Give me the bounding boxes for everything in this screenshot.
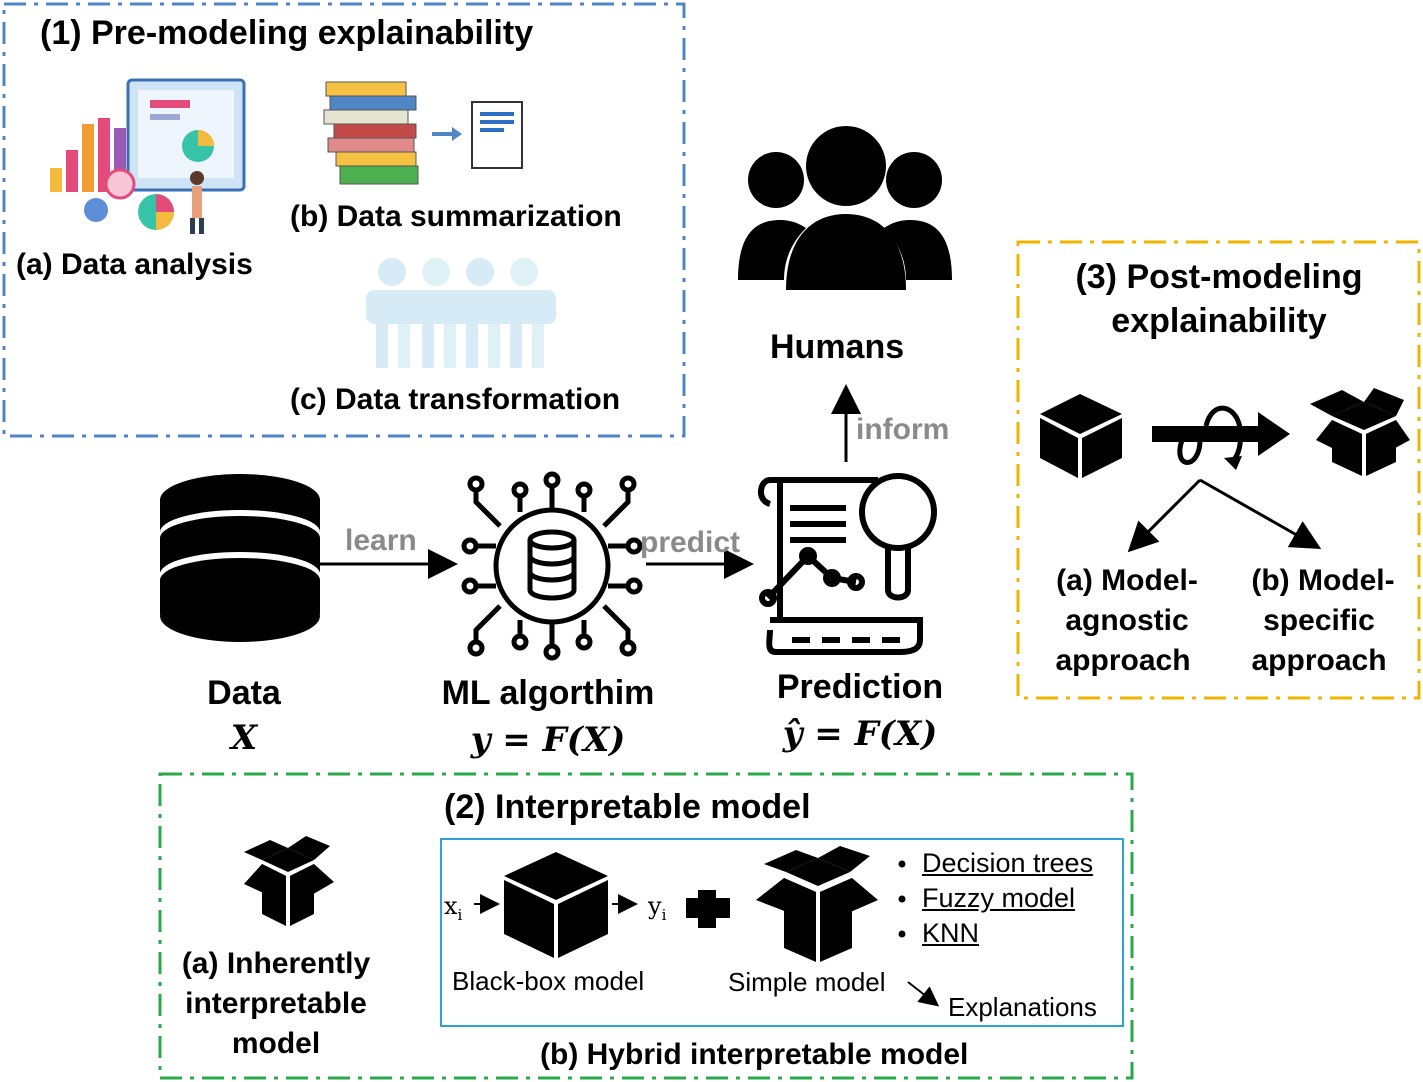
yi-subscript: i <box>661 905 667 924</box>
post-modeling-border <box>1016 240 1421 700</box>
xi-subscript: i <box>457 905 463 924</box>
ml-algorithm-label: ML algorthim <box>441 674 655 712</box>
predict-label: predict <box>640 526 741 559</box>
database-icon <box>160 474 320 642</box>
black-box-model-label: Black-box model <box>452 966 645 996</box>
data-analysis-label: (a) Data analysis <box>16 248 253 281</box>
open-box-icon <box>1310 388 1410 476</box>
hybrid-label: (b) Hybrid interpretable model <box>540 1038 969 1071</box>
learn-label: learn <box>345 524 417 557</box>
transform-arrow <box>1152 405 1290 470</box>
data-symbol: X <box>230 718 258 758</box>
xi-label: xi <box>444 892 462 924</box>
bullet-1 <box>898 860 906 868</box>
specific-line1: (b) Model- <box>1251 564 1395 597</box>
post-modeling-title-line1: (3) Post-modeling <box>1075 258 1363 296</box>
specific-line2: specific <box>1263 604 1375 637</box>
simple-model-label: Simple model <box>728 967 886 997</box>
xi-base: x <box>444 892 458 920</box>
agnostic-line1: (a) Model- <box>1056 564 1198 597</box>
explanations-label: Explanations <box>948 992 1097 1022</box>
books-to-document-illustration <box>323 81 523 185</box>
simple-model-open-box-icon <box>756 846 878 962</box>
black-box-cube <box>1040 394 1122 478</box>
humans-icon <box>738 126 952 290</box>
inform-label: inform <box>856 413 950 446</box>
agnostic-line3: approach <box>1055 644 1191 677</box>
data-summarization-label: (b) Data summarization <box>290 200 622 233</box>
pre-modeling-border <box>2 2 686 438</box>
prediction-formula: ŷ = F(X) <box>782 714 938 754</box>
agnostic-line2: agnostic <box>1065 604 1189 637</box>
ml-algorithm-icon <box>461 471 643 661</box>
specific-line3: approach <box>1251 644 1387 677</box>
interpretable-border <box>158 772 1134 1080</box>
prediction-label: Prediction <box>776 668 944 706</box>
inherent-line3: model <box>231 1027 321 1060</box>
inherent-line2: interpretable <box>185 987 367 1020</box>
list-item-knn: KNN <box>922 918 980 948</box>
bullet-3 <box>898 930 906 938</box>
bullet-2 <box>898 895 906 903</box>
hybrid-inner-border <box>440 838 1124 1027</box>
pre-modeling-title: (1) Pre-modeling explainability <box>40 14 534 52</box>
inherent-line1: (a) Inherently <box>181 947 371 980</box>
hybrid-black-box-cube <box>504 852 608 958</box>
data-analysis-illustration <box>50 78 246 234</box>
list-item-fuzzy-model: Fuzzy model <box>922 883 1076 913</box>
agnostic-arrow <box>1127 478 1202 553</box>
ml-formula: y = F(X) <box>470 720 626 760</box>
puzzle-people-illustration <box>366 258 556 368</box>
interpretable-title: (2) Interpretable model <box>444 788 811 826</box>
data-transformation-label: (c) Data transformation <box>290 383 621 416</box>
data-label: Data <box>207 674 281 712</box>
list-item-decision-trees: Decision trees <box>922 848 1094 878</box>
yi-label: yi <box>648 892 666 924</box>
inherent-open-box-icon <box>244 836 334 926</box>
plus-icon <box>686 890 730 928</box>
prediction-report-icon <box>758 473 937 655</box>
yi-base: y <box>648 892 662 920</box>
specific-arrow <box>1199 478 1322 549</box>
post-modeling-title-line2: explainability <box>1111 302 1327 340</box>
humans-label: Humans <box>770 328 905 366</box>
explanations-arrow <box>907 981 940 1007</box>
